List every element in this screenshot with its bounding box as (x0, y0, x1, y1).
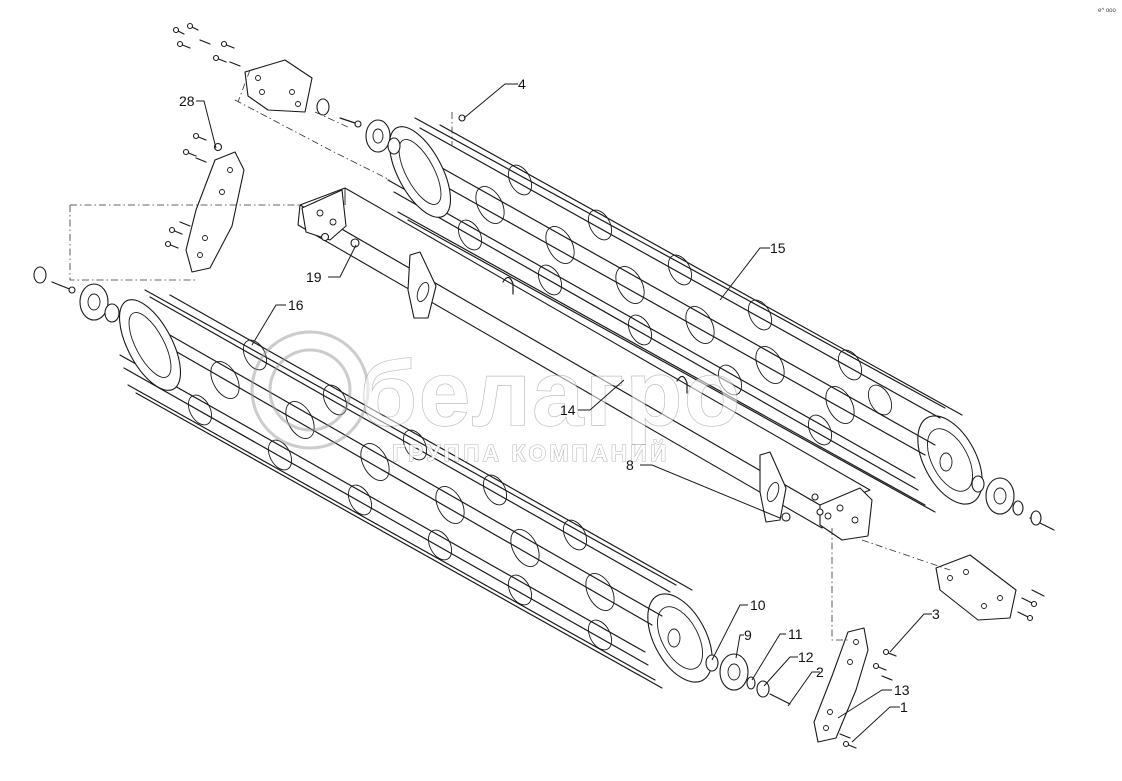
watermark-tagline: ГРУППА КОМПАНИЙ (392, 439, 669, 466)
leader-14 (578, 379, 625, 411)
callout-2: 2 (816, 664, 824, 680)
leader-lines (196, 83, 932, 743)
callout-1: 1 (900, 699, 908, 715)
watermark: белагро ГРУППА КОМПАНИЙ (250, 330, 742, 466)
lower-right-side-plate (813, 528, 897, 749)
right-bracket (861, 539, 1045, 622)
leader-9 (735, 634, 744, 659)
upper-roller (387, 117, 983, 513)
leader-1 (851, 706, 900, 743)
leader-13 (837, 689, 892, 719)
callout-10: 10 (750, 597, 766, 613)
callout-13: 13 (894, 682, 910, 698)
leader-19 (328, 244, 357, 278)
leader-4 (463, 83, 518, 119)
leader-2 (787, 671, 820, 707)
callout-12: 12 (798, 649, 814, 665)
upper-left-bracket (172, 22, 401, 181)
callout-8: 8 (626, 457, 634, 473)
lower-roller (118, 289, 713, 689)
leader-3 (889, 613, 932, 653)
callout-9: 9 (744, 627, 752, 643)
callout-19: 19 (306, 269, 322, 285)
right-bearing-upper (971, 475, 1055, 531)
callout-28: 28 (179, 93, 195, 109)
callout-14: 14 (560, 402, 576, 418)
callout-3: 3 (932, 606, 940, 622)
lower-bearing-set (705, 653, 791, 705)
leader-8 (640, 464, 781, 519)
watermark-brand: белагро (360, 343, 742, 445)
callout-4: 4 (518, 76, 526, 92)
frame-beam (297, 187, 873, 541)
callout-16: 16 (288, 297, 304, 313)
leader-15 (719, 247, 770, 301)
corner-mark: e^ ooo (1098, 8, 1116, 14)
leader-10 (711, 604, 748, 661)
callouts: 4 28 19 15 16 14 8 10 9 11 12 2 3 13 1 (179, 76, 940, 715)
bolt-part-4 (458, 114, 466, 122)
leader-11 (751, 633, 786, 681)
callout-11: 11 (788, 626, 803, 642)
callout-15: 15 (770, 240, 786, 256)
leader-28 (196, 100, 217, 149)
leader-12 (763, 656, 798, 687)
leader-16 (251, 304, 286, 346)
left-side-plate (33, 132, 300, 323)
